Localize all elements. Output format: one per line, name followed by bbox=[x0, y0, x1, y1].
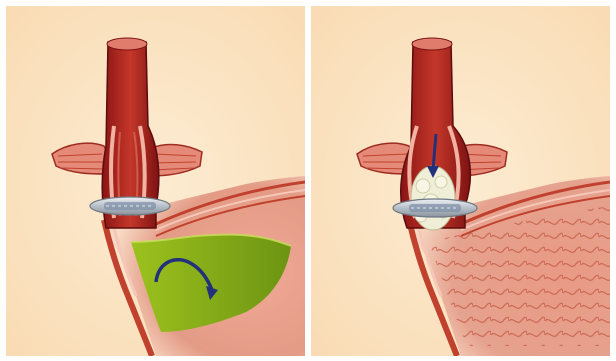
esophagus-opening bbox=[412, 38, 452, 50]
anatomy-illustration-left bbox=[6, 6, 305, 356]
right-panel bbox=[311, 6, 610, 356]
anatomy-illustration-right bbox=[311, 6, 610, 356]
esophagus-opening bbox=[107, 38, 147, 50]
left-panel bbox=[6, 6, 305, 356]
